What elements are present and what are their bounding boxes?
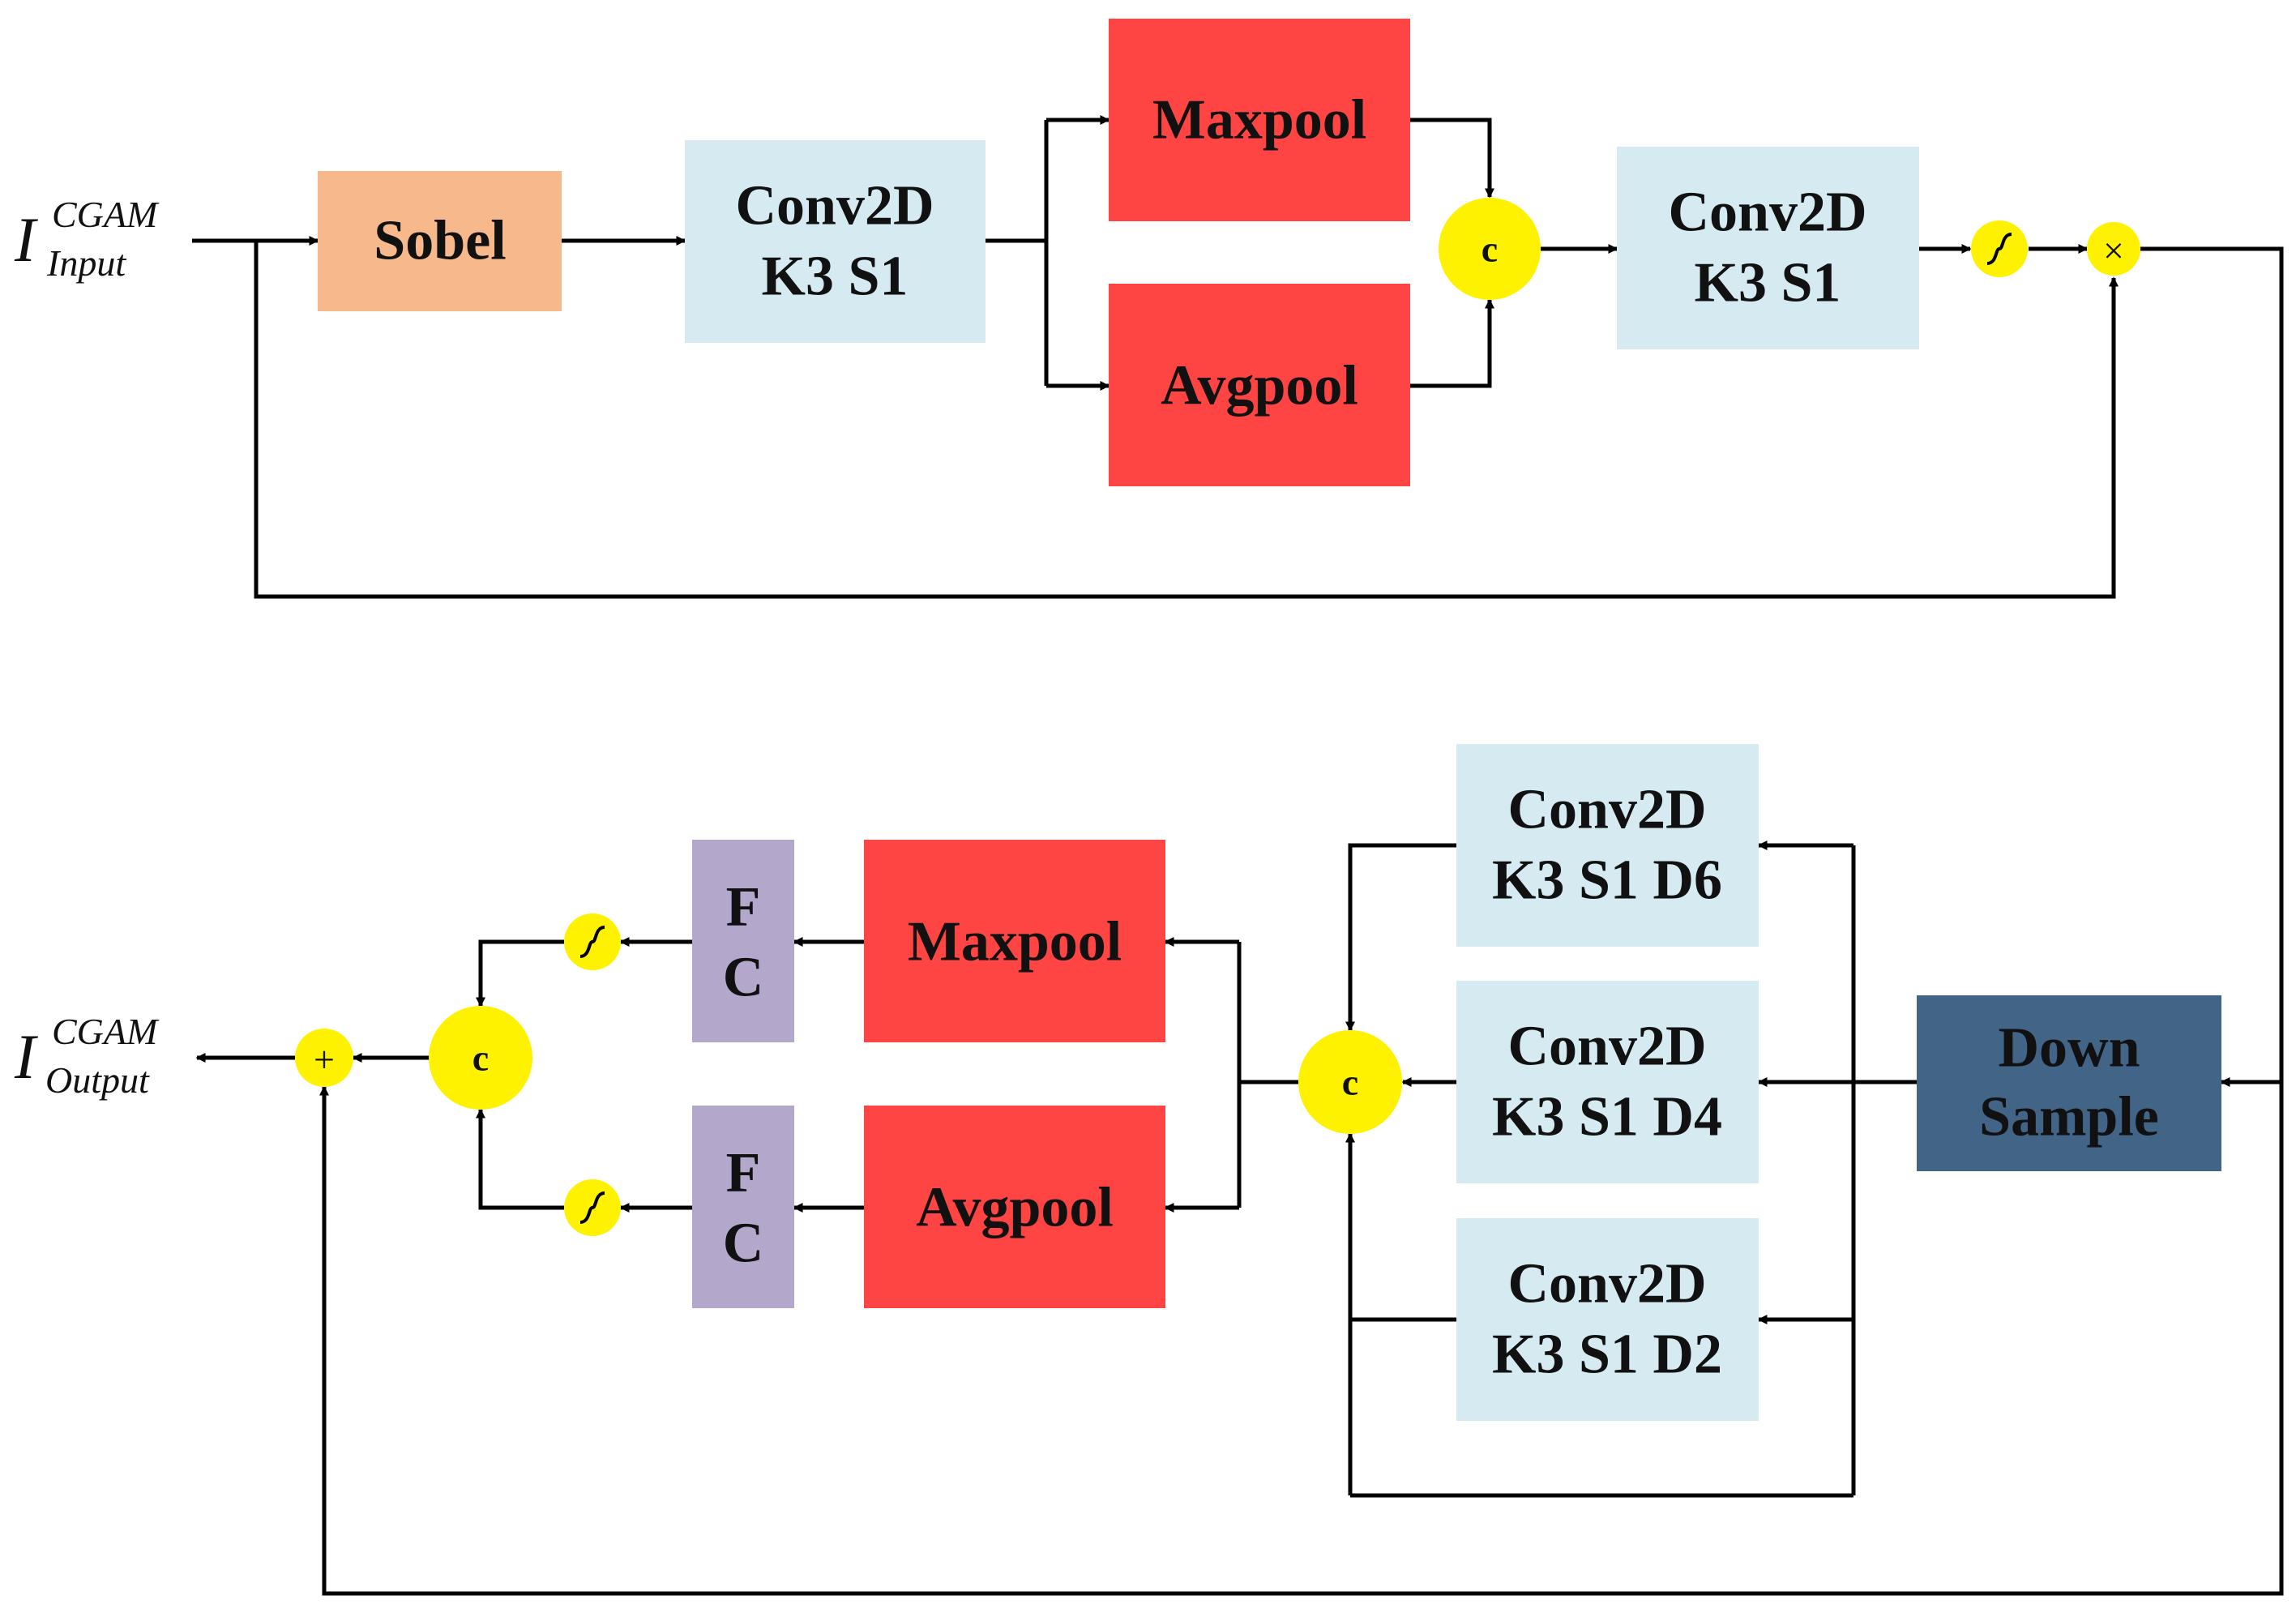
wire-skip-bottom — [319, 1082, 2284, 1596]
output-label-sup: CGAM — [52, 1011, 160, 1052]
wire-d2-concat — [1348, 1317, 1456, 1495]
fc-block-top: F C — [692, 840, 794, 1042]
concat-node-bottom-right: c — [1298, 1030, 1402, 1134]
conv-top-1-line2: K3 S1 — [762, 246, 909, 308]
conv-d4-line2: K3 S1 D4 — [1492, 1086, 1722, 1149]
multiply-symbol: × — [2103, 230, 2124, 272]
concat-node-top: c — [1439, 198, 1541, 300]
wire-sigmoid-concat-bottom — [476, 1108, 564, 1210]
top-branch: Sobel Conv2D K3 S1 Maxpool Avgpool c Con… — [192, 19, 2284, 1087]
maxpool-bottom-label: Maxpool — [908, 911, 1122, 973]
fc-top-line1: F — [726, 876, 761, 939]
conv-block-top-1: Conv2D K3 S1 — [685, 140, 986, 343]
sigmoid-icon — [564, 913, 621, 970]
conv-block-d6: Conv2D K3 S1 D6 — [1456, 744, 1759, 947]
conv-top-2-line2: K3 S1 — [1695, 252, 1841, 314]
conv-d4-line1: Conv2D — [1507, 1016, 1706, 1078]
conv-d2-line2: K3 S1 D2 — [1492, 1324, 1722, 1386]
fc-top-line2: C — [723, 947, 764, 1009]
fc-bottom-line1: F — [726, 1142, 761, 1204]
maxpool-top-label: Maxpool — [1152, 89, 1366, 152]
conv-block-top-2: Conv2D K3 S1 — [1617, 147, 1919, 349]
avgpool-bottom-label: Avgpool — [916, 1177, 1114, 1239]
conv-top-1-line1: Conv2D — [735, 175, 934, 237]
concat-node-bottom-left: c — [429, 1006, 532, 1110]
conv-block-d2: Conv2D K3 S1 D2 — [1456, 1218, 1759, 1421]
wire-skip-top — [254, 241, 2119, 599]
add-node: + — [295, 1029, 353, 1087]
input-label-sup: CGAM — [52, 194, 160, 235]
avgpool-top-label: Avgpool — [1161, 355, 1358, 417]
fc-block-bottom: F C — [692, 1106, 794, 1308]
conv-d6-line2: K3 S1 D6 — [1492, 849, 1722, 912]
sigmoid-icon — [1971, 220, 2028, 277]
concat-top-label: c — [1481, 229, 1498, 270]
wire-sigmoid-concat-top — [476, 939, 564, 1007]
output-label: I CGAM Output — [14, 1011, 160, 1101]
sobel-block: Sobel — [318, 171, 562, 311]
multiply-node: × — [2087, 222, 2140, 276]
conv-block-d4: Conv2D K3 S1 D4 — [1456, 981, 1759, 1183]
sigmoid-icon — [564, 1179, 621, 1236]
conv-d2-line1: Conv2D — [1507, 1253, 1706, 1315]
downsample-line2: Sample — [1979, 1086, 2159, 1149]
downsample-line1: Down — [1998, 1017, 2140, 1080]
add-symbol: + — [314, 1039, 335, 1080]
output-label-sub: Output — [45, 1059, 150, 1101]
maxpool-block-bottom: Maxpool — [864, 840, 1165, 1042]
downsample-block: Down Sample — [1917, 995, 2221, 1171]
wire-maxpool-concat — [1410, 118, 1494, 199]
wire-avgpool-concat — [1410, 298, 1494, 388]
input-label-sub: Input — [46, 242, 126, 284]
avgpool-block-top: Avgpool — [1109, 284, 1410, 486]
wire-d6-concat — [1345, 843, 1456, 1032]
sobel-label: Sobel — [374, 210, 506, 272]
wire-multiply-down — [2140, 246, 2284, 1087]
bottom-branch: Conv2D K3 S1 D6 Conv2D K3 S1 D4 Conv2D K… — [195, 744, 2284, 1596]
input-label-main: I — [14, 204, 39, 275]
maxpool-block-top: Maxpool — [1109, 19, 1410, 221]
avgpool-block-bottom: Avgpool — [864, 1106, 1165, 1308]
conv-top-2-line1: Conv2D — [1668, 182, 1866, 244]
conv-d6-line1: Conv2D — [1507, 779, 1706, 841]
fc-bottom-line2: C — [723, 1213, 764, 1275]
output-label-main: I — [14, 1021, 39, 1092]
input-label: I CGAM Input — [14, 194, 160, 284]
concat-bottom-left-label: c — [472, 1037, 489, 1079]
concat-bottom-right-label: c — [1342, 1062, 1358, 1103]
